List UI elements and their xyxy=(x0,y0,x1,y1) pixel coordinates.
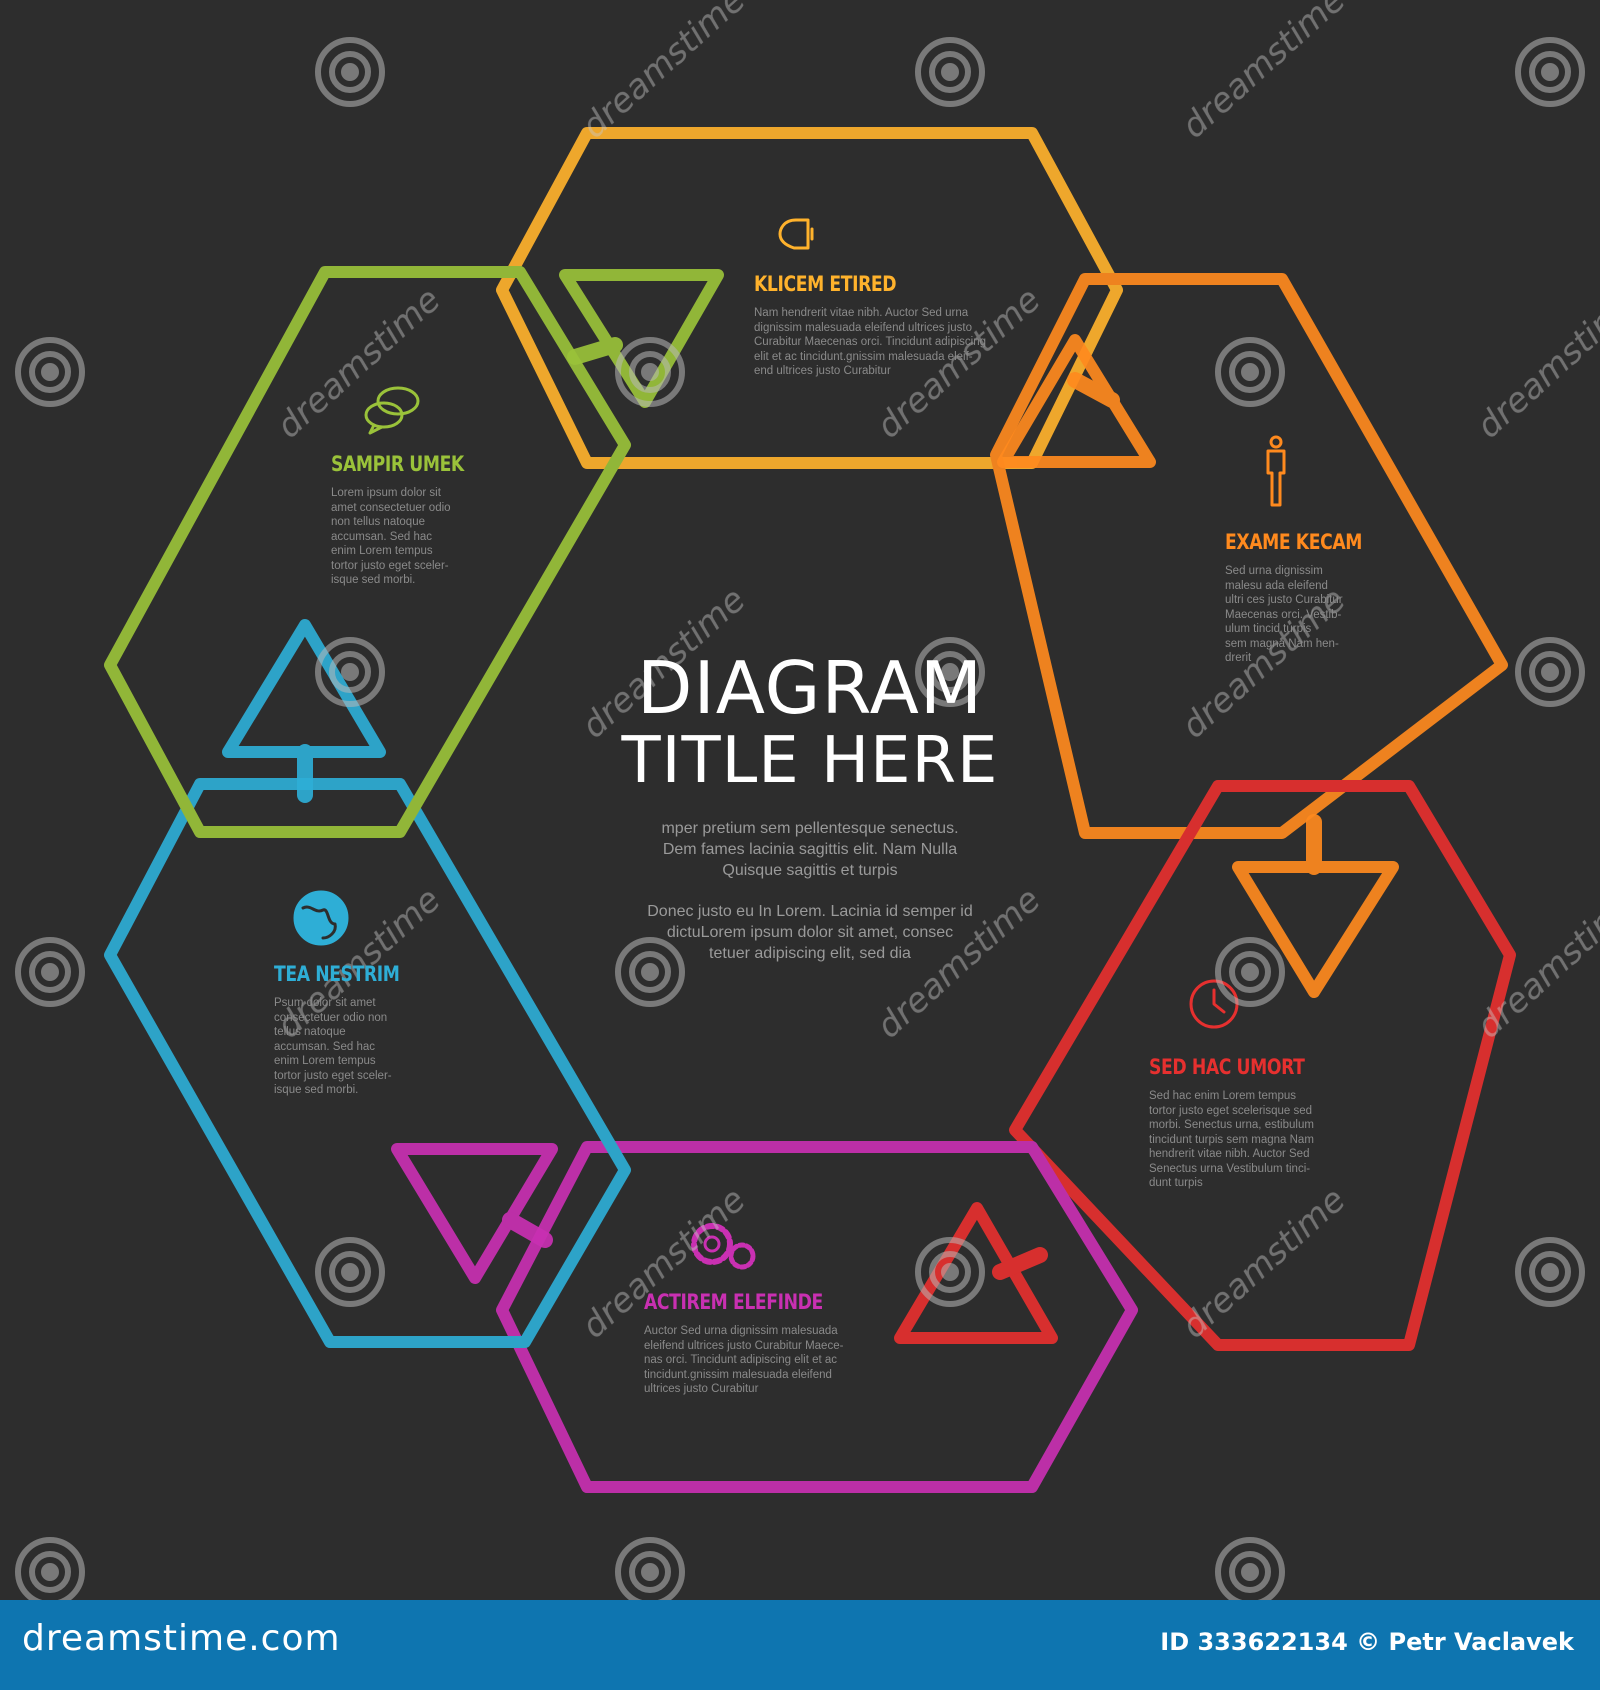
globe-icon xyxy=(293,890,349,946)
panel-yellow: KLICEM ETIRED Nam hendrerit vitae nibh. … xyxy=(754,272,1014,379)
chat-bubbles-icon xyxy=(364,386,420,435)
spiral-icon xyxy=(1515,1237,1585,1307)
center-paragraph-2: Donec justo eu In Lorem. Lacinia id semp… xyxy=(647,903,973,962)
spiral-icon xyxy=(15,1537,85,1600)
spiral-icon xyxy=(315,1237,385,1307)
spiral-icon xyxy=(1515,637,1585,707)
panel-heading: KLICEM ETIRED xyxy=(754,272,897,296)
watermark-text: dreamstime xyxy=(1469,280,1600,447)
watermark-text: dreamstime xyxy=(1174,0,1353,147)
panel-body: Lorem ipsum dolor sit amet consectetuer … xyxy=(331,487,451,586)
panel-magenta: ACTIREM ELEFINDE Auctor Sed urna digniss… xyxy=(644,1290,884,1397)
spiral-icon xyxy=(915,37,985,107)
watermark-text: dreamstime xyxy=(1469,880,1600,1047)
spiral-icon xyxy=(1215,337,1285,407)
hexagon-magenta xyxy=(496,1141,1138,1493)
arrow-up-red xyxy=(894,1202,1058,1344)
watermark-text: dreamstime xyxy=(269,280,448,447)
arrow-stem-orange xyxy=(1067,372,1120,408)
arrow-stem-red xyxy=(992,1247,1048,1280)
panel-heading: EXAME KECAM xyxy=(1225,530,1362,554)
spiral-icon xyxy=(615,1537,685,1600)
footer-credit: ID 333622134 © Petr Vaclavek xyxy=(1160,1628,1574,1656)
panel-blue: TEA NESTRIM Psum dolor sit amet consecte… xyxy=(274,962,424,1098)
panel-red: SED HAC UMORT Sed hac enim Lorem tempus … xyxy=(1149,1055,1349,1191)
spiral-icon xyxy=(915,1237,985,1307)
arrow-up-orange xyxy=(997,334,1156,468)
spiral-icon xyxy=(615,937,685,1007)
diagram-title-line-2: TITLE HERE xyxy=(621,724,999,798)
hexagon-green xyxy=(104,266,631,838)
footer-brand: dreamstime.com xyxy=(22,1618,341,1659)
arrow-down-orange-2 xyxy=(1232,861,1399,998)
arrow-stem-magenta xyxy=(502,1212,553,1248)
panel-heading: TEA NESTRIM xyxy=(274,962,400,986)
center-paragraph-1: mper pretium sem pellentesque senectus. … xyxy=(661,820,959,879)
hexagon-orange xyxy=(990,273,1508,839)
spiral-icon xyxy=(615,337,685,407)
spiral-icon xyxy=(315,37,385,107)
person-icon xyxy=(1266,435,1286,507)
panel-heading: SAMPIR UMEK xyxy=(331,452,464,476)
panel-heading: ACTIREM ELEFINDE xyxy=(644,1290,823,1314)
watermark-layer xyxy=(15,37,1585,1600)
hexagon-cycle-diagram: dreamstime dreamstime dreamstime dreamst… xyxy=(15,0,1600,1600)
panel-heading: SED HAC UMORT xyxy=(1149,1055,1305,1079)
spiral-icon xyxy=(1515,37,1585,107)
diagram-title-line-1: DIAGRAM xyxy=(637,646,983,730)
arrow-stem-green xyxy=(567,337,623,365)
spiral-icon xyxy=(15,337,85,407)
arrow-down-green xyxy=(559,269,724,408)
panel-body: Sed hac enim Lorem tempus tortor justo e… xyxy=(1149,1090,1314,1189)
panel-body: Auctor Sed urna dignissim malesuada elei… xyxy=(644,1325,844,1395)
watermark-text: dreamstime xyxy=(574,0,753,147)
hexagon-blue xyxy=(104,778,631,1348)
gears-icon xyxy=(691,1223,756,1270)
spiral-icon xyxy=(915,637,985,707)
spiral-icon xyxy=(1215,1537,1285,1600)
panel-body: Sed urna dignissim malesu ada eleifend u… xyxy=(1225,565,1343,664)
watermark-footer-bar: dreamstime.com ID 333622134 © Petr Vacla… xyxy=(0,1600,1600,1690)
clock-icon xyxy=(1189,979,1239,1029)
spiral-icon xyxy=(315,637,385,707)
spiral-icon xyxy=(1215,937,1285,1007)
panel-green: SAMPIR UMEK Lorem ipsum dolor sit amet c… xyxy=(331,452,481,588)
lightbulb-icon xyxy=(778,218,814,250)
hexagon-red xyxy=(1009,780,1516,1351)
center-title-block: DIAGRAM TITLE HERE mper pretium sem pell… xyxy=(600,650,1020,964)
watermark-text: dreamstime xyxy=(1174,1180,1353,1347)
panel-orange: EXAME KECAM Sed urna dignissim malesu ad… xyxy=(1225,530,1375,666)
spiral-icon xyxy=(15,937,85,1007)
panel-body: Psum dolor sit amet consectetuer odio no… xyxy=(274,997,392,1096)
panel-body: Nam hendrerit vitae nibh. Auctor Sed urn… xyxy=(754,307,987,377)
